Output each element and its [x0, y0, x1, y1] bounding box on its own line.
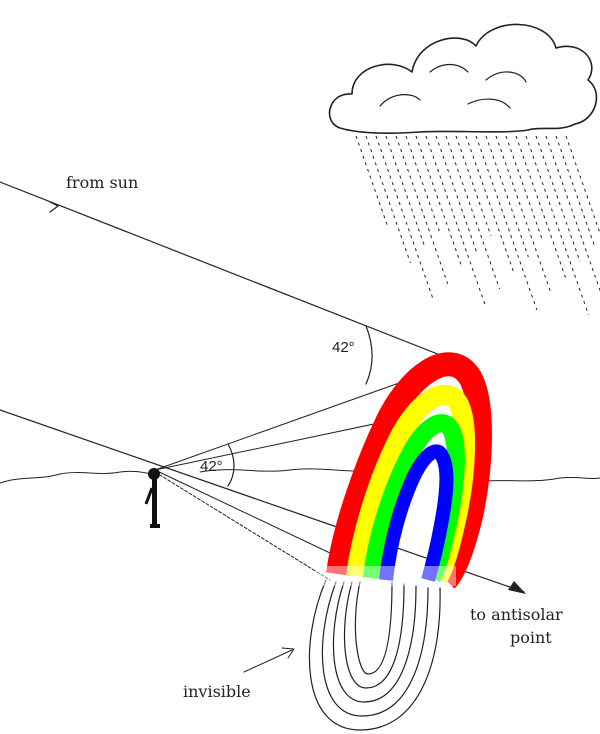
- label-antisolar-line1: to antisolar: [470, 605, 563, 624]
- cloud-detail: [379, 94, 421, 107]
- rain-streak: [425, 135, 486, 306]
- rain-streak: [355, 135, 388, 227]
- rain-streak: [445, 135, 501, 290]
- rain-streak: [485, 135, 529, 258]
- invisible-pointer-arrowhead: [281, 647, 295, 659]
- cloud-outline: [328, 23, 598, 134]
- angle-arc-top: [365, 325, 373, 385]
- observer-body: [152, 478, 157, 528]
- invisible-rainbow-arcs: [308, 579, 441, 731]
- rainbow-band-blue: [379, 444, 454, 582]
- cloud-detail: [467, 98, 511, 109]
- rainbow: [316, 352, 492, 589]
- ground-line: [0, 468, 600, 484]
- sun-ray-upper: [0, 181, 459, 363]
- antisolar-arrowhead: [508, 581, 526, 594]
- label-angle-bottom: 42°: [200, 458, 223, 475]
- ray-arrowhead: [49, 201, 59, 213]
- observer-feet: [150, 524, 160, 528]
- rain-streak: [405, 135, 440, 232]
- rain-streak: [365, 135, 411, 264]
- observer-arm: [144, 487, 154, 505]
- rainbow-band-red: [326, 352, 492, 589]
- rain-streak: [455, 135, 492, 237]
- label-angle-top: 42°: [332, 339, 355, 356]
- rain-streak: [475, 135, 538, 311]
- rain-streak: [385, 135, 426, 248]
- rainbow-fade: [316, 566, 456, 586]
- rain-streak: [565, 135, 600, 235]
- sight-line-dashed: [154, 471, 331, 581]
- label-invisible: invisible: [183, 682, 251, 701]
- rain-streak: [415, 135, 463, 269]
- observer-head: [148, 468, 160, 480]
- sight-line-inner: [154, 415, 413, 471]
- rain-streak: [435, 135, 478, 253]
- cloud-detail: [429, 63, 469, 73]
- rain-streak: [375, 135, 434, 301]
- rain-streak: [545, 135, 600, 292]
- cloud-detail: [485, 71, 527, 83]
- rain-streak: [465, 135, 515, 274]
- rain-streaks: [355, 135, 600, 316]
- rain-streak: [555, 135, 595, 247]
- rain-streak: [525, 135, 590, 316]
- invisible-pointer-line: [243, 649, 293, 673]
- rain-streak: [395, 135, 449, 285]
- observer-figure: [144, 468, 160, 528]
- label-antisolar-line2: point: [510, 628, 552, 647]
- rain-streak: [535, 135, 581, 263]
- label-from-sun: from sun: [66, 173, 138, 192]
- rain-streak: [495, 135, 552, 295]
- rain-streak: [505, 135, 544, 242]
- rain-cloud: [328, 23, 600, 316]
- angle-arc-bottom: [227, 443, 235, 487]
- rain-streak: [515, 135, 567, 279]
